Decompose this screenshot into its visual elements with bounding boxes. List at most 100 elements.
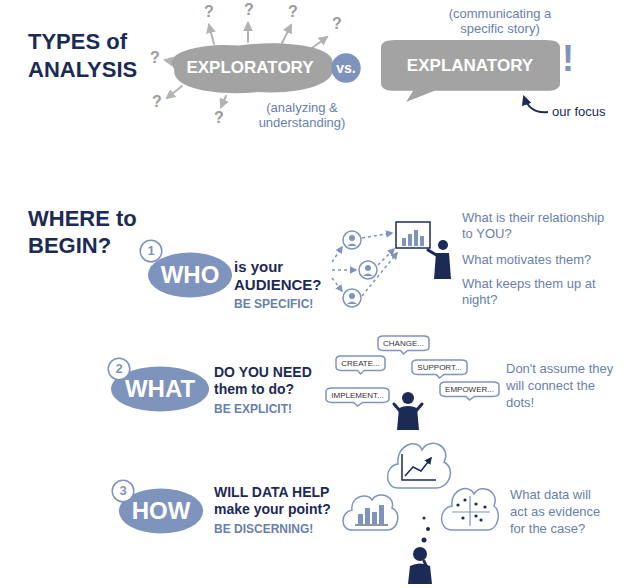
scatter-chart-icon-part — [474, 502, 477, 505]
circle-shape — [112, 480, 134, 502]
audience-arrows-part — [362, 233, 392, 238]
speech-shape — [412, 360, 467, 378]
presenter-figure-part — [434, 253, 451, 279]
node-text-box: WHO — [161, 261, 220, 289]
scatter-chart-icon-part — [483, 505, 486, 508]
node-label: IMPLEMENT... — [331, 391, 383, 400]
guiding-question: What data will act as evidence for the c… — [510, 486, 605, 537]
presenter-figure-part — [438, 240, 448, 250]
guiding-question: Don't assume they will connect the dots! — [506, 360, 618, 411]
node-text-box: EXPLANATORY — [407, 56, 533, 76]
step-question: DO YOU NEED them to do? — [214, 364, 322, 398]
shrugging-figure — [394, 392, 422, 430]
presenter-figure — [428, 240, 451, 279]
line-chart-icon — [402, 454, 436, 480]
node-text-box: HOW — [132, 497, 191, 525]
bar-chart-icon — [355, 505, 388, 525]
step-question: WILL DATA HELP make your point? — [214, 484, 340, 518]
node-label: SUPPORT... — [417, 363, 461, 372]
circle-shape — [331, 53, 360, 82]
question-mark: ? — [288, 4, 302, 20]
scatter-chart-icon-part — [456, 503, 459, 506]
oval-shape — [148, 252, 232, 297]
question-arrows — [165, 23, 327, 107]
speech-bubble: CREATE... — [336, 356, 385, 374]
presentation-board-part — [396, 222, 430, 248]
focus-arrow — [524, 97, 548, 112]
explanatory-bubble: EXPLANATORY — [381, 40, 560, 102]
bar-chart-icon-part — [365, 508, 370, 524]
guiding-question: What is their relationship to YOU? — [462, 210, 608, 242]
note-text: (communicating a specific story) — [430, 6, 570, 36]
oval-shape — [119, 488, 203, 533]
audience-arrows-part — [362, 253, 397, 296]
thinking-figure-part — [426, 527, 430, 531]
circle-shape — [140, 240, 162, 262]
node-text-box: SUPPORT... — [417, 363, 461, 372]
node-label: 2 — [115, 362, 122, 377]
note-text: (analyzing & understanding) — [246, 100, 358, 130]
guiding-question: What motivates them? — [462, 252, 608, 268]
bar-chart-icon-part — [355, 524, 388, 525]
exploratory-cloud: EXPLORATORY — [160, 40, 340, 96]
line-chart-icon-part — [405, 458, 431, 476]
oval-shape — [111, 366, 209, 411]
blob-shape — [172, 43, 334, 93]
scatter-chart-icon — [452, 496, 490, 526]
audience-figures-part — [349, 293, 355, 299]
step-number: 2 — [108, 358, 130, 380]
speech-bubble: IMPLEMENT... — [326, 388, 389, 406]
step-advice: BE EXPLICIT! — [214, 402, 322, 416]
thought-clouds-part — [388, 443, 451, 488]
scatter-chart-icon-part — [452, 511, 490, 512]
node-label: vs. — [336, 60, 355, 76]
audience-figures-part — [349, 235, 355, 241]
audience-icons-part — [343, 289, 361, 307]
thinking-figure-part — [424, 561, 428, 570]
thinking-figure-part — [423, 517, 426, 520]
audience-icons-part — [343, 231, 361, 249]
step-advice: BE SPECIFIC! — [234, 297, 334, 311]
thinking-figure-part — [408, 564, 432, 585]
thinking-figure-part — [413, 547, 427, 561]
node-label: 1 — [147, 244, 154, 259]
question-arrows-part — [221, 96, 226, 107]
audience-figures-part — [365, 265, 371, 271]
bubble-shape — [381, 40, 560, 102]
bar-chart-icon-part — [358, 514, 363, 524]
speech-shape — [326, 388, 389, 406]
thought-clouds — [343, 443, 498, 530]
step-question: is your AUDIENCE? — [234, 258, 330, 294]
circle-shape — [108, 358, 130, 380]
scatter-chart-icon-part — [479, 518, 482, 521]
node-label: 3 — [119, 484, 126, 499]
speech-shape — [440, 382, 499, 400]
audience-icons — [343, 231, 377, 307]
audience-arrows — [332, 233, 397, 296]
thought-clouds-part — [343, 495, 398, 530]
presentation-board-part — [402, 238, 406, 246]
presentation-board-part — [420, 236, 424, 246]
exclamation-mark: ! — [562, 40, 586, 78]
step-number: 3 — [112, 480, 134, 502]
node-label: WHAT — [125, 375, 195, 403]
node-label: CHANGE... — [383, 339, 424, 348]
audience-figures-part — [363, 274, 373, 277]
presentation-board-part — [414, 230, 418, 246]
presentation-board — [396, 222, 430, 248]
audience-arrows-part — [332, 269, 356, 271]
node-label: EXPLANATORY — [407, 56, 533, 76]
page-title: TYPES of ANALYSIS — [28, 28, 152, 84]
question-arrows-part — [247, 23, 249, 42]
presentation-board-part — [408, 234, 412, 246]
audience-figures — [347, 235, 373, 304]
question-mark: ? — [214, 110, 228, 126]
node-text-box: vs. — [336, 60, 355, 76]
node-label: EXPLORATORY — [186, 58, 313, 78]
question-arrows-part — [209, 25, 214, 44]
scatter-chart-icon-part — [469, 496, 470, 526]
scatter-chart-icon-part — [463, 498, 466, 501]
scatter-chart-icon-part — [461, 516, 464, 519]
speech-bubble: CHANGE... — [378, 336, 429, 354]
